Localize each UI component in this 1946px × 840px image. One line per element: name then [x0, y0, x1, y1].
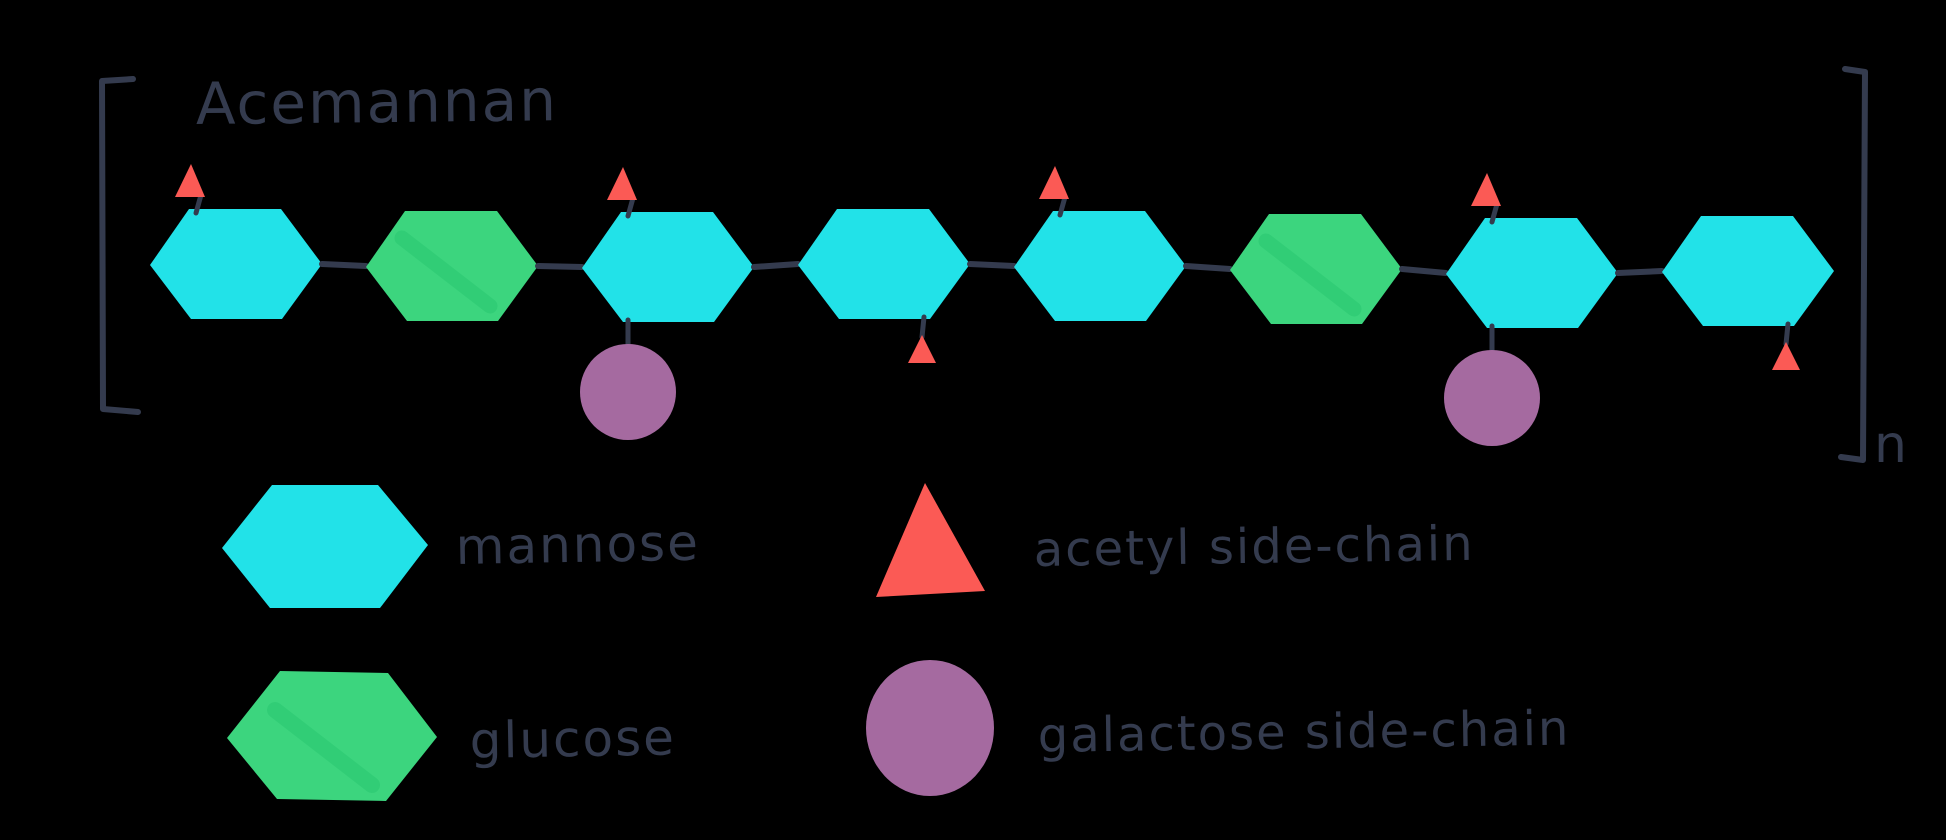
- glycosidic-bond-line: [967, 261, 1017, 269]
- acetyl-triangle-icon: [876, 483, 985, 597]
- galactose-circle-icon: [580, 344, 676, 440]
- galactose-circle-icon: [1444, 350, 1540, 446]
- acetyl-triangle-icon: [1471, 173, 1501, 206]
- legend-label-mannose: mannose: [455, 514, 700, 576]
- glucose-hexagon-icon: [227, 671, 437, 801]
- glycosidic-bond-line: [1615, 268, 1665, 276]
- acetyl-bond-line: [1783, 321, 1791, 347]
- chain-unit-6-glucose-hexagon: [1230, 214, 1402, 324]
- acetyl-bond-line: [193, 192, 204, 216]
- glycosidic-bond-line: [751, 261, 801, 270]
- legend: mannose glucose acetyl side-chain galact…: [222, 483, 1571, 801]
- glycosidic-bond-line: [535, 263, 585, 270]
- legend-item-glucose: glucose: [227, 671, 676, 801]
- acetyl-bond-line: [1489, 201, 1500, 225]
- acetyl-bond-line: [625, 195, 636, 219]
- legend-label-glucose: glucose: [469, 708, 676, 770]
- chain-unit-1-mannose-hexagon: [150, 209, 322, 319]
- acetyl-triangle-icon: [607, 167, 637, 200]
- chain-unit-2-glucose-hexagon: [366, 211, 538, 321]
- left-bracket: [99, 76, 141, 415]
- glucose-marker-shade: [394, 230, 498, 314]
- polysaccharide-chain: [150, 164, 1834, 446]
- acetyl-bond-line: [919, 314, 927, 340]
- repeat-subscript-n: n: [1874, 415, 1907, 475]
- glycosidic-bond-line: [1399, 266, 1449, 276]
- chain-unit-8-mannose-hexagon: [1662, 216, 1834, 326]
- glucose-marker-shade: [267, 702, 380, 793]
- galactose-circle-icon: [866, 660, 994, 796]
- glycosidic-bond-line: [1183, 263, 1233, 272]
- legend-item-acetyl: acetyl side-chain: [876, 483, 1475, 597]
- acetyl-triangle-icon: [1772, 342, 1800, 370]
- acetyl-triangle-icon: [1039, 166, 1069, 199]
- right-bracket: [1838, 66, 1868, 463]
- legend-label-acetyl: acetyl side-chain: [1033, 516, 1475, 578]
- mannose-hexagon-icon: [222, 485, 428, 608]
- legend-label-galactose: galactose side-chain: [1037, 701, 1570, 764]
- diagram-title: Acemannan: [195, 66, 558, 138]
- glycosidic-bond-line: [319, 261, 369, 269]
- chain-unit-3-mannose-hexagon: [582, 212, 754, 322]
- glucose-marker-shade: [1258, 233, 1362, 317]
- acetyl-triangle-icon: [908, 335, 936, 363]
- legend-item-galactose: galactose side-chain: [866, 660, 1571, 796]
- acetyl-bond-line: [1057, 194, 1068, 218]
- legend-item-mannose: mannose: [222, 485, 700, 608]
- chain-unit-5-mannose-hexagon: [1014, 211, 1186, 321]
- acetyl-triangle-icon: [175, 164, 205, 197]
- chain-unit-4-mannose-hexagon: [798, 209, 970, 319]
- chain-unit-7-mannose-hexagon: [1446, 218, 1618, 328]
